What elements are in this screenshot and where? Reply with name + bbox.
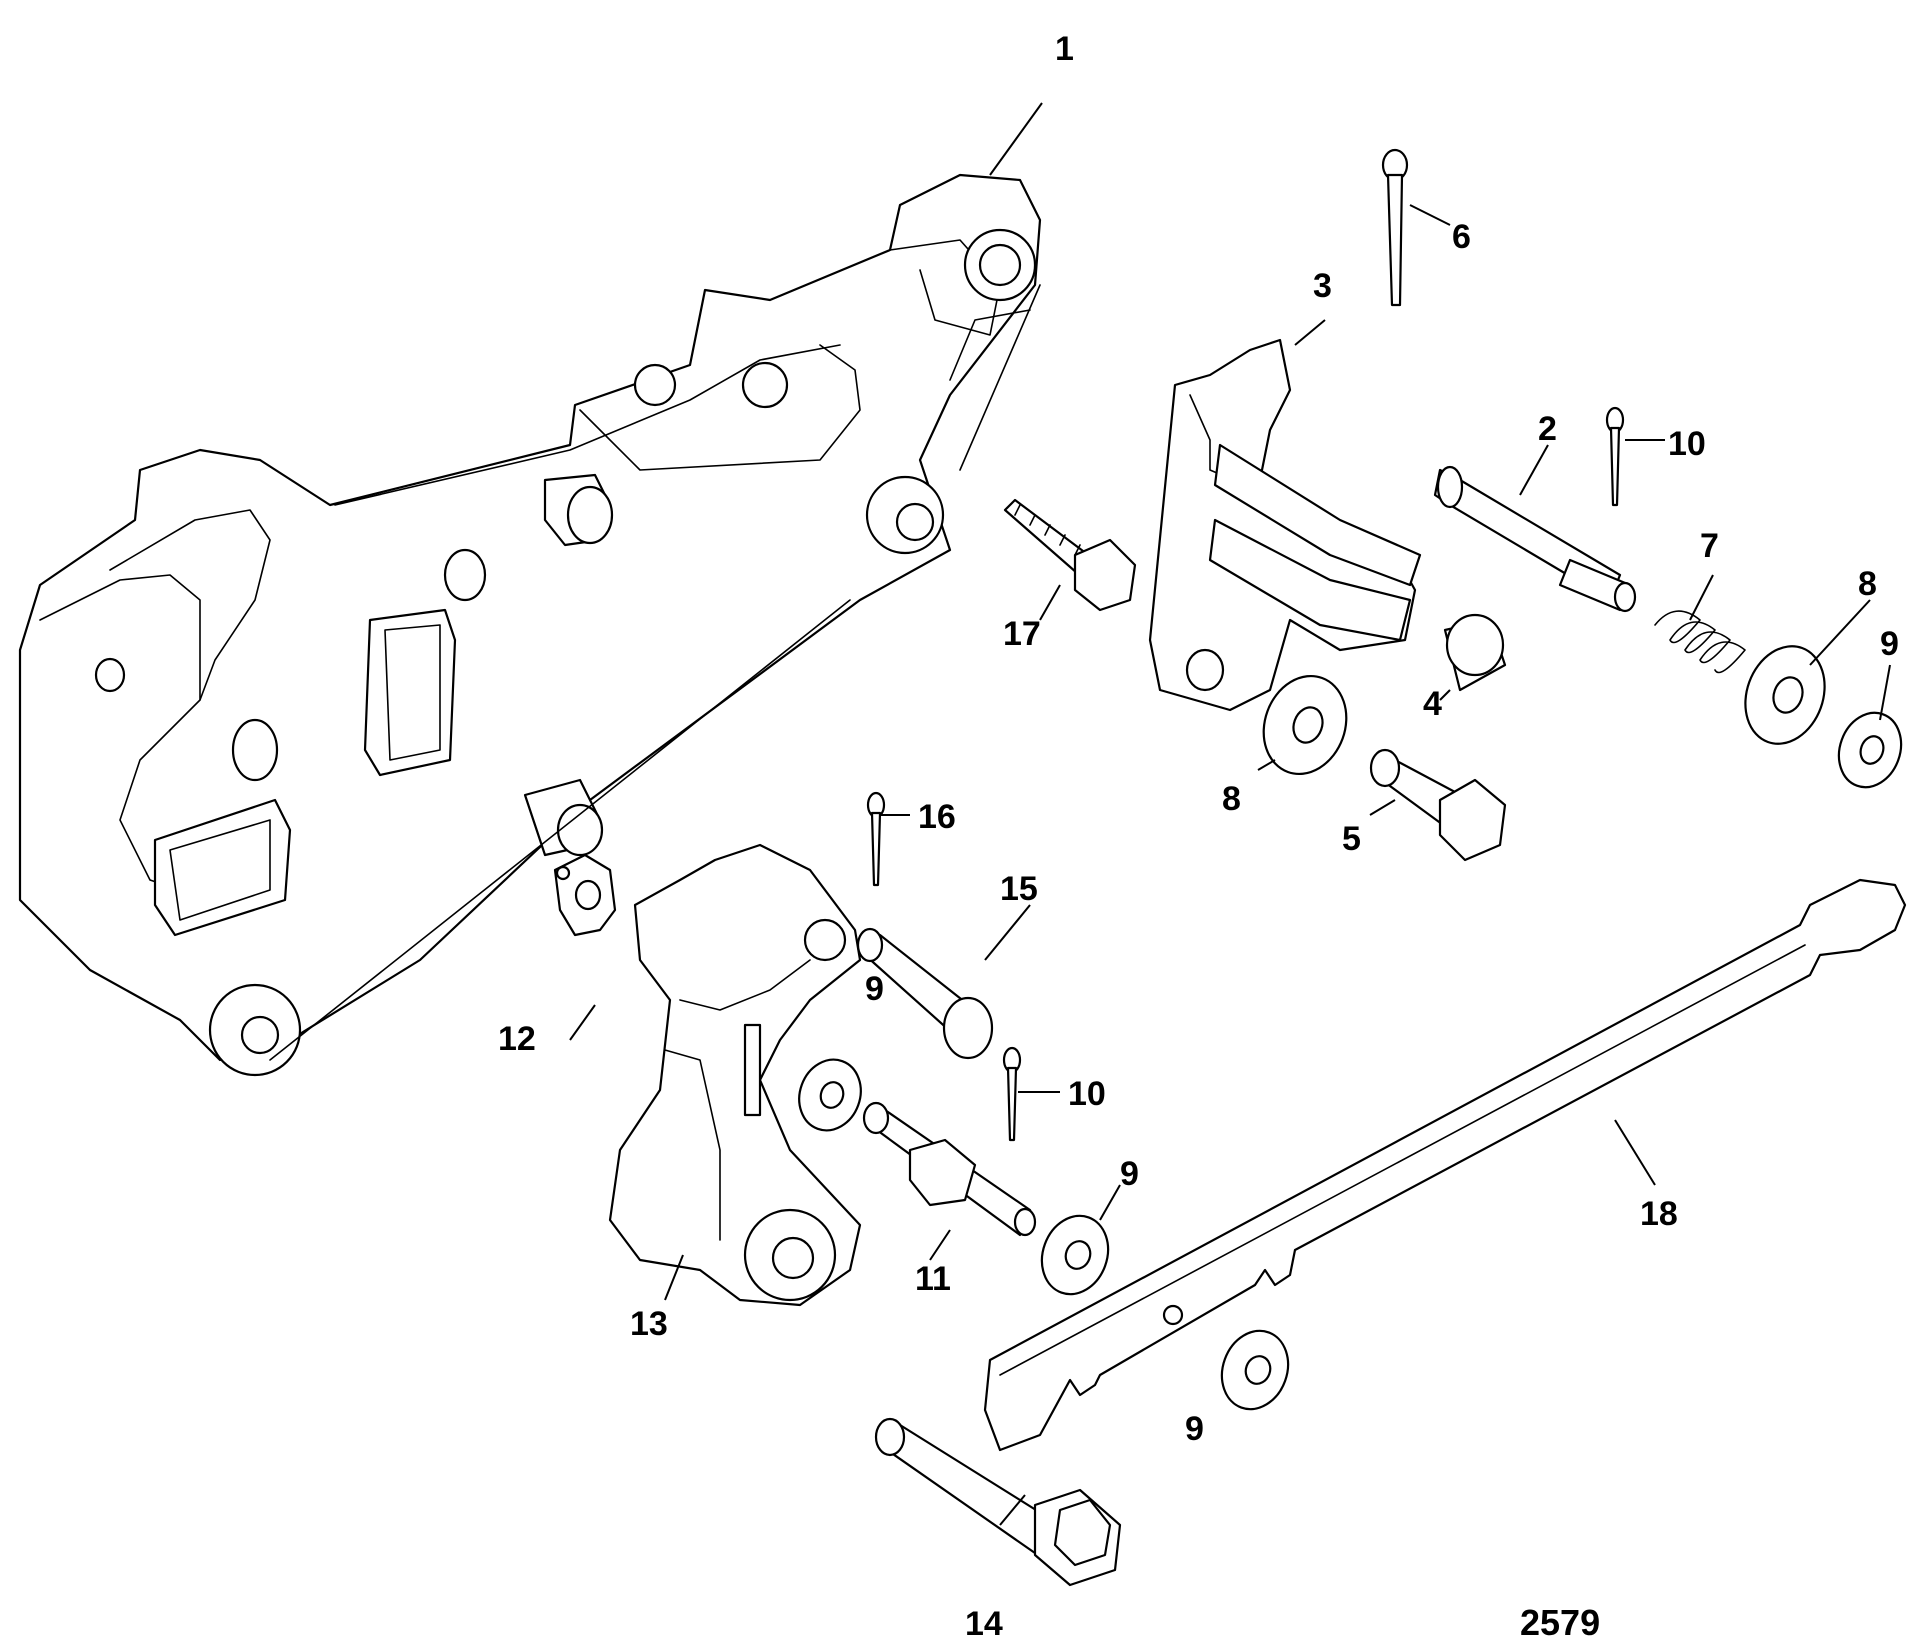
callout-6: 6 — [1452, 218, 1471, 256]
callout-labels: 1 2 3 4 5 6 7 8 8 9 9 9 9 10 10 11 12 13… — [498, 30, 1899, 1643]
callout-10-lower: 10 — [1068, 1075, 1106, 1113]
part-18-link-rod — [983, 878, 1907, 1452]
callout-17: 17 — [1003, 615, 1041, 653]
part-9-washer-bottom — [1220, 1329, 1290, 1411]
part-5-bolt — [1369, 748, 1507, 862]
callout-12: 12 — [498, 1020, 536, 1058]
callout-8-right: 8 — [1858, 565, 1877, 603]
callout-2: 2 — [1538, 410, 1557, 448]
part-9-washer-mid-left — [798, 1058, 862, 1132]
callout-9-far-right: 9 — [1880, 625, 1899, 663]
part-8-washer-left — [1262, 674, 1348, 776]
callout-9-mid-right: 9 — [1120, 1155, 1139, 1193]
callout-9-bottom: 9 — [1185, 1410, 1204, 1448]
callout-16: 16 — [918, 798, 956, 836]
part-8-washer-right — [1744, 645, 1826, 745]
part-10-cotter-pin-top — [1605, 406, 1625, 507]
leader-lines — [569, 102, 1891, 1526]
part-2-pin — [1433, 465, 1637, 613]
callout-1: 1 — [1055, 30, 1074, 68]
part-13-link — [608, 843, 862, 1307]
callout-11: 11 — [915, 1260, 951, 1298]
callout-8-left: 8 — [1222, 780, 1241, 818]
part-17-bolt — [1003, 498, 1137, 612]
callout-10-top: 10 — [1668, 425, 1706, 463]
part-10-cotter-pin-lower — [1002, 1046, 1022, 1142]
callout-5: 5 — [1342, 820, 1361, 858]
part-11-stud — [862, 1101, 1037, 1237]
part-3-lever — [1148, 338, 1422, 712]
figure-number: 2579 — [1520, 1602, 1600, 1643]
part-14-bolt — [874, 1417, 1122, 1587]
callout-9-mid-left: 9 — [865, 970, 884, 1008]
callout-14: 14 — [965, 1605, 1003, 1643]
callout-13: 13 — [630, 1305, 668, 1343]
callout-3: 3 — [1313, 267, 1332, 305]
callout-4: 4 — [1423, 685, 1442, 723]
callout-7: 7 — [1700, 527, 1719, 565]
callout-18: 18 — [1640, 1195, 1678, 1233]
part-1-bracket — [18, 173, 1042, 1077]
part-9-washer-mid-right — [1040, 1214, 1110, 1296]
part-7-spring — [1654, 610, 1746, 674]
part-6-cotter-pin — [1381, 148, 1409, 307]
part-12-nut-plate — [553, 853, 617, 937]
part-16-cotter-pin — [866, 791, 886, 887]
callout-15: 15 — [1000, 870, 1038, 908]
part-9-washer-right — [1837, 711, 1903, 789]
part-15-clevis-pin — [856, 927, 994, 1060]
part-4-bushing — [1443, 613, 1507, 692]
